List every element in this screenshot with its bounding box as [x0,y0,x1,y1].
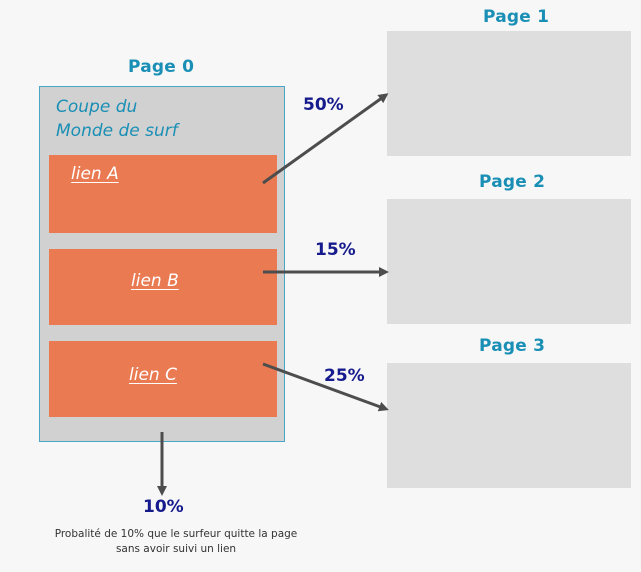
page-3-title: Page 3 [479,336,546,356]
page-0-heading-line-1: Coupe du [56,97,138,117]
exit-caption-line-1: Probalité de 10% que le surfeur quitte l… [54,528,298,540]
percent-link-c: 25% [324,366,365,386]
link-c-box[interactable]: lien C [49,341,277,417]
page-0-heading: Coupe du Monde de surf [56,95,178,143]
page-1-box [387,31,631,156]
link-a-label[interactable]: lien A [71,164,119,184]
page-0-title: Page 0 [128,57,195,77]
page-0-box: Coupe du Monde de surf lien A lien B lie… [39,86,285,442]
percent-link-b: 15% [315,240,356,260]
link-c-label[interactable]: lien C [129,365,177,385]
percent-exit: 10% [143,497,184,517]
page-3-box [387,363,631,488]
page-2-box [387,199,631,324]
page-0-heading-line-2: Monde de surf [56,121,178,141]
exit-caption-line-2: sans avoir suivi un lien [115,543,237,555]
link-a-box[interactable]: lien A [49,155,277,233]
page-1-title: Page 1 [483,7,550,27]
link-b-box[interactable]: lien B [49,249,277,325]
percent-link-a: 50% [303,95,344,115]
link-b-label[interactable]: lien B [131,271,179,291]
page-2-title: Page 2 [479,172,546,192]
exit-caption: Probalité de 10% que le surfeur quitte l… [30,527,322,557]
